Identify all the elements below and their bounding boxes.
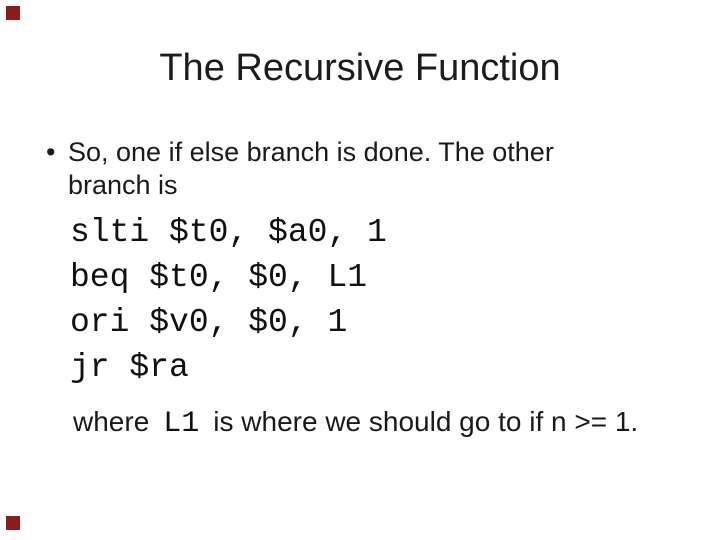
slide-title: The Recursive Function	[159, 47, 561, 89]
corner-accent-square-bottom-left	[6, 516, 20, 530]
code-line-slti: slti $t0, $a0, 1	[70, 214, 387, 251]
corner-accent-square-top-left	[6, 6, 20, 20]
code-line-jr: jr $ra	[70, 349, 189, 386]
footer-code-label: L1	[163, 407, 200, 441]
code-line-ori: ori $v0, $0, 1	[70, 304, 348, 341]
bullet-text-line-2: branch is	[68, 170, 178, 200]
bullet-text-line-1: So, one if else branch is done. The othe…	[68, 137, 554, 167]
footer-explanation-line: where L1 is where we should go to if n >= …	[73, 402, 638, 444]
footer-suffix-text: is where we should go to if n >= 1.	[213, 406, 639, 437]
bullet-marker: •	[46, 137, 56, 167]
assembly-code-block: slti $t0, $a0, 1 beq $t0, $0, L1 ori $v0…	[70, 210, 387, 390]
footer-prefix-text: where	[73, 406, 150, 437]
code-line-beq: beq $t0, $0, L1	[70, 259, 368, 296]
bullet-block: • So, one if else branch is done. The ot…	[46, 136, 554, 202]
